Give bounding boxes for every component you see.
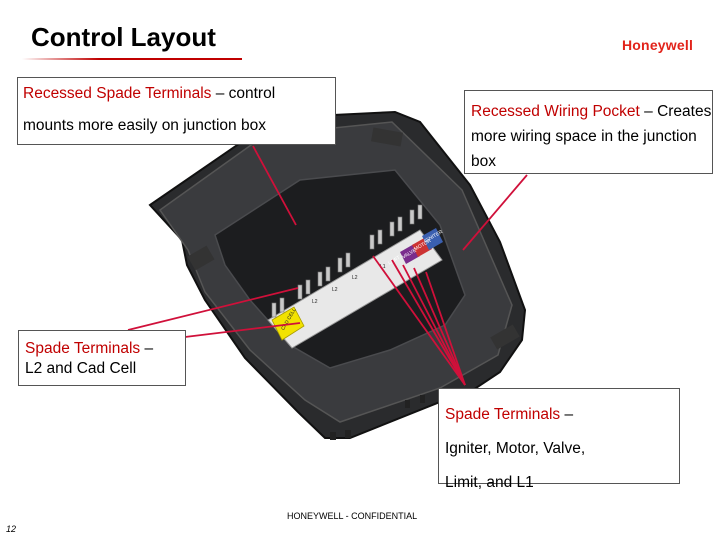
callout-text: –: [560, 406, 574, 423]
callout-highlight: Spade Terminals: [25, 340, 141, 357]
igniter-label: [422, 228, 443, 250]
callout-highlight: Recessed Wiring Pocket: [471, 103, 640, 120]
callout-text: – control: [211, 85, 276, 102]
leader-lines: [127, 145, 528, 386]
mount-tab-top: [371, 127, 403, 147]
title-underline: [22, 58, 242, 60]
callout-highlight: Recessed Spade Terminals: [23, 85, 212, 102]
slide-title: Control Layout: [31, 22, 216, 52]
honeywell-logo: Honeywell: [622, 37, 694, 53]
callout-text: –: [140, 340, 154, 357]
callout-highlight: Spade Terminals: [445, 406, 561, 423]
l2-text-b: L2: [332, 287, 338, 293]
cad-cell-label: [271, 306, 305, 341]
callout-text: – Creates more wiring space in the junct…: [471, 103, 712, 170]
l1-text: L1: [380, 264, 386, 270]
limit-text: LIMIT: [387, 255, 401, 267]
callout-text-line3: Limit, and L1: [445, 474, 534, 491]
page-number: 12: [6, 524, 17, 534]
footer-confidential: HONEYWELL - CONFIDENTIAL: [287, 511, 418, 521]
callout-spade-terminals-l2: Spade Terminals – L2 and Cad Cell: [18, 330, 186, 386]
callout-recessed-spade-terminals: Recessed Spade Terminals – control mount…: [17, 77, 336, 145]
callout-spade-terminals-igniter: Spade Terminals – Igniter, Motor, Valve,…: [438, 388, 680, 491]
callout-text-line2: mounts more easily on junction box: [23, 117, 266, 134]
callout-text-line2: Igniter, Motor, Valve,: [445, 440, 586, 457]
callout-text-line2: L2 and Cad Cell: [25, 360, 137, 377]
callout-recessed-wiring-pocket: Recessed Wiring Pocket – Creates more wi…: [464, 90, 713, 174]
mount-tab-right: [490, 324, 520, 350]
housing-bottom-pins: [330, 395, 425, 440]
spade-terminals: [271, 204, 423, 318]
l2-text-c: L2: [352, 275, 358, 281]
mount-tab-left: [187, 245, 215, 271]
l2-text-a: L2: [312, 299, 318, 305]
